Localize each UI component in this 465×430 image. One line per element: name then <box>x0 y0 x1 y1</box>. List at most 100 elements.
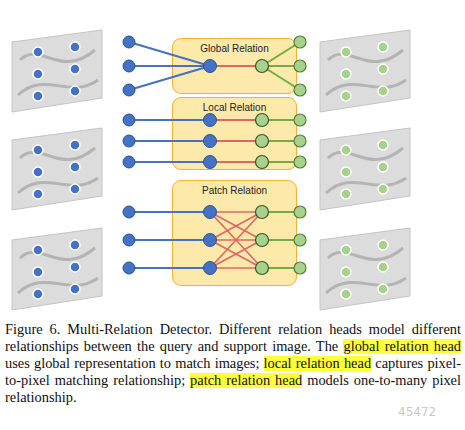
query-dot <box>123 262 135 274</box>
support-point <box>341 245 351 255</box>
query-link <box>129 140 210 142</box>
query-point <box>33 289 43 299</box>
support-dot <box>294 206 306 218</box>
query-image <box>12 128 102 210</box>
relation-link <box>210 65 262 67</box>
relation-title: Global Relation <box>173 43 296 54</box>
query-link <box>129 66 210 90</box>
relation-title: Local Relation <box>173 102 296 113</box>
support-feature-dot <box>256 114 269 127</box>
support-dot <box>294 60 306 72</box>
query-feature-dot <box>204 234 217 247</box>
relation-link <box>210 211 262 213</box>
support-image <box>320 128 410 210</box>
query-dot <box>123 206 135 218</box>
support-dot <box>294 234 306 246</box>
query-feature-dot <box>204 206 217 219</box>
query-point <box>70 64 80 74</box>
query-link <box>129 211 210 213</box>
support-point <box>378 284 388 294</box>
image-sketch <box>326 178 406 193</box>
relation-link <box>210 140 262 142</box>
relation-link <box>210 212 262 268</box>
query-feature-dot <box>204 114 217 127</box>
support-link <box>262 42 300 66</box>
image-sketch <box>20 248 95 260</box>
support-link <box>262 239 300 241</box>
support-point <box>341 289 351 299</box>
support-point <box>378 42 388 52</box>
relation-title: Patch Relation <box>173 185 296 196</box>
query-point <box>33 145 43 155</box>
support-point <box>378 262 388 272</box>
support-dot <box>294 114 306 126</box>
image-sketch <box>326 80 406 95</box>
support-link <box>262 211 300 213</box>
support-point <box>378 86 388 96</box>
image-sketch <box>328 248 403 260</box>
support-point <box>341 91 351 101</box>
support-point <box>378 240 388 250</box>
query-point <box>70 162 80 172</box>
query-dot <box>123 135 135 147</box>
support-point <box>378 162 388 172</box>
relation-link <box>210 212 262 240</box>
support-point <box>341 69 351 79</box>
watermark: 45472 <box>398 405 436 419</box>
query-point <box>33 69 43 79</box>
relation-box: Local Relation <box>172 97 297 170</box>
query-link <box>129 119 210 121</box>
image-sketch <box>326 278 406 293</box>
query-link <box>129 161 210 163</box>
support-point <box>378 184 388 194</box>
support-feature-dot <box>256 234 269 247</box>
query-point <box>70 140 80 150</box>
support-dot <box>294 84 306 96</box>
support-point <box>378 140 388 150</box>
support-link <box>262 119 300 121</box>
support-image <box>320 228 410 310</box>
relation-link <box>210 239 262 241</box>
relation-link <box>210 212 262 268</box>
support-feature-dot <box>256 135 269 148</box>
support-image <box>320 30 410 112</box>
image-sketch <box>328 148 403 160</box>
support-link <box>262 161 300 163</box>
image-sketch <box>18 80 98 95</box>
support-link <box>262 65 300 67</box>
support-point <box>341 189 351 199</box>
relation-link <box>210 212 262 240</box>
query-dot <box>123 84 135 96</box>
support-link <box>262 140 300 142</box>
support-point <box>341 145 351 155</box>
figure-caption: Figure 6. Multi-Relation Detector. Diffe… <box>5 321 461 406</box>
support-link <box>262 267 300 269</box>
query-point <box>33 189 43 199</box>
query-point <box>33 47 43 57</box>
query-point <box>33 91 43 101</box>
query-point <box>33 245 43 255</box>
support-dot <box>294 156 306 168</box>
query-link <box>129 239 210 241</box>
relation-link <box>210 240 262 268</box>
support-link <box>262 66 300 90</box>
query-point <box>70 262 80 272</box>
image-sketch <box>328 50 403 62</box>
query-image <box>12 30 102 112</box>
query-point <box>70 184 80 194</box>
relation-box: Patch Relation <box>172 180 297 286</box>
image-sketch <box>18 178 98 193</box>
query-point <box>70 86 80 96</box>
support-feature-dot <box>256 60 269 73</box>
query-dot <box>123 114 135 126</box>
support-point <box>341 47 351 57</box>
query-point <box>33 267 43 277</box>
support-point <box>341 167 351 177</box>
query-dot <box>123 36 135 48</box>
support-point <box>378 64 388 74</box>
query-link <box>129 65 210 67</box>
query-point <box>33 167 43 177</box>
support-feature-dot <box>256 156 269 169</box>
query-feature-dot <box>204 135 217 148</box>
query-point <box>70 240 80 250</box>
